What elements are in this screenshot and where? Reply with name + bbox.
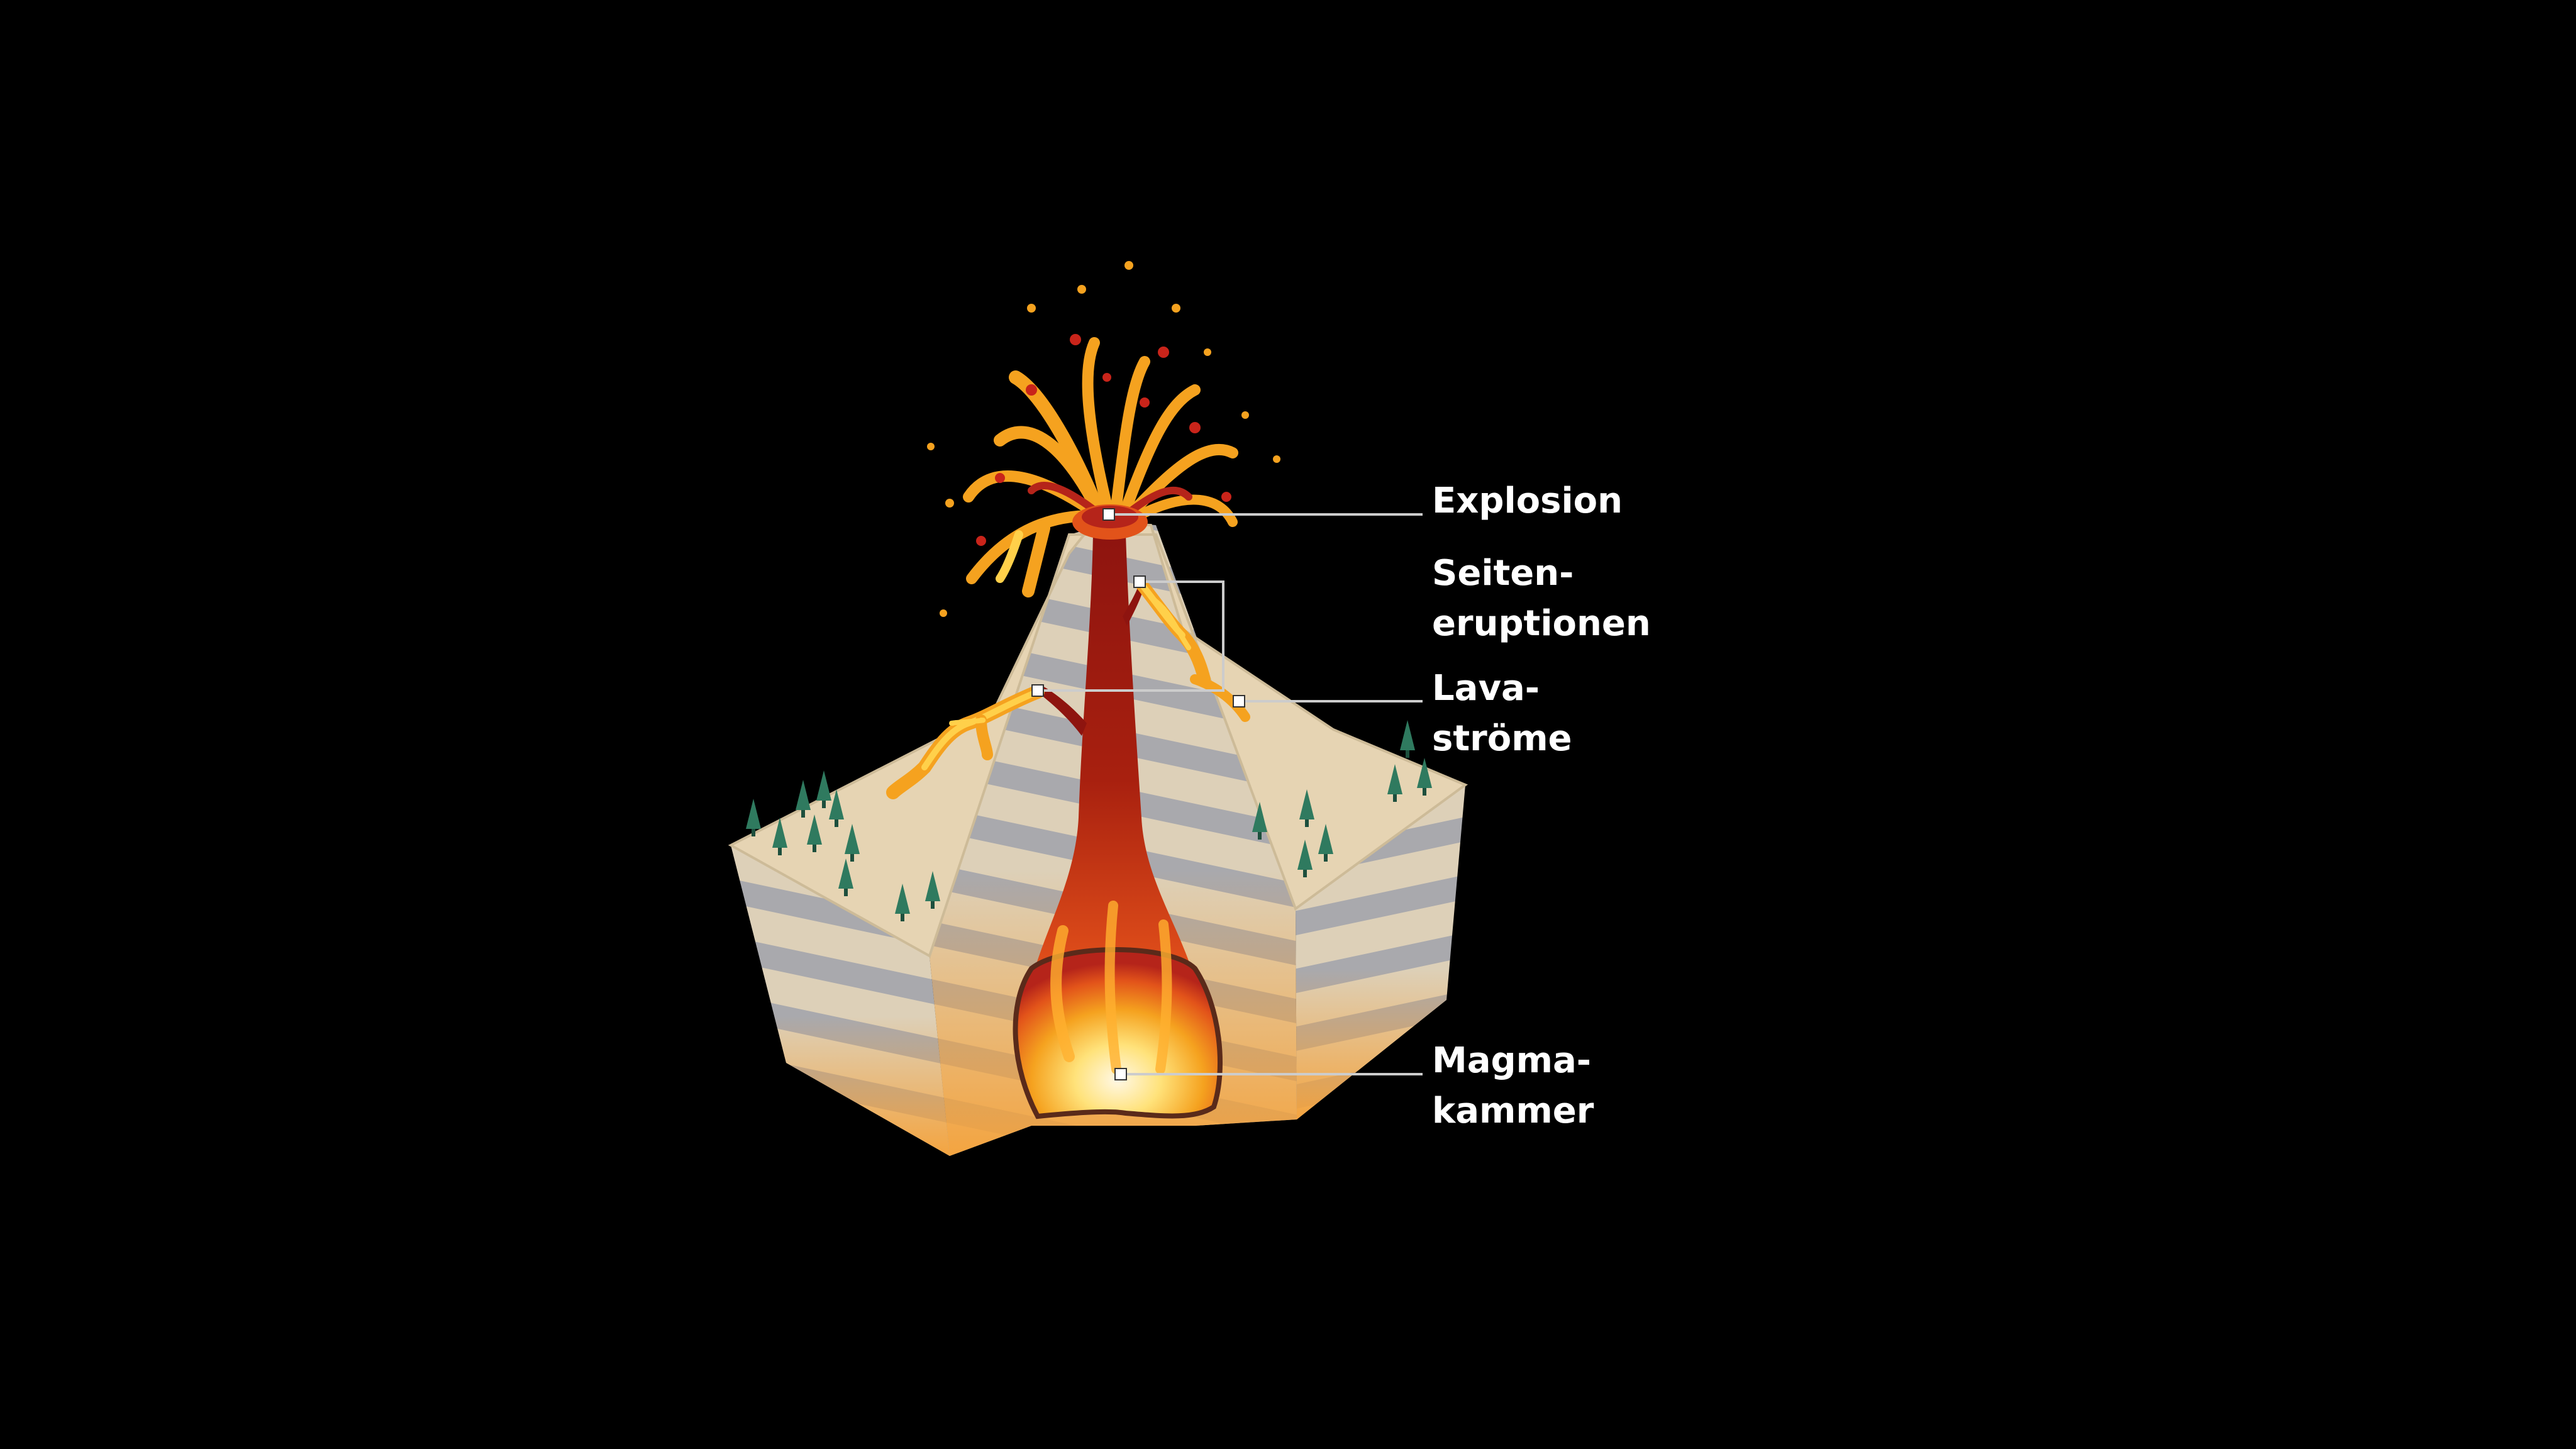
tree-icon: [895, 884, 910, 921]
marker-side-eruptions: [1133, 575, 1146, 588]
tree-icon: [1252, 802, 1267, 840]
leader-line-side-eruptions: [1038, 580, 1224, 692]
tree-icon: [1297, 840, 1313, 877]
tree-icon: [1400, 720, 1415, 758]
label-side-eruptions-line2: eruptionen: [1432, 603, 1651, 644]
label-lava-flows-line2: ströme: [1432, 718, 1572, 759]
tree-icon: [807, 814, 822, 852]
lava-droplets: [927, 261, 1280, 617]
trees: [746, 720, 1432, 921]
marker-lava-flows-left: [1031, 684, 1044, 697]
tree-icon: [816, 770, 831, 808]
label-side-eruptions-line1: Seiten-: [1432, 553, 1574, 594]
label-magma-chamber-line1: Magma-: [1432, 1040, 1591, 1081]
marker-magma-chamber: [1114, 1068, 1127, 1080]
magma-conduit: [1031, 535, 1195, 981]
tree-icon: [845, 824, 860, 862]
tree-icon: [838, 858, 853, 896]
tree-icon: [1318, 824, 1333, 862]
ground-top-surface: [728, 520, 1468, 958]
labels: Explosion Seiten- eruptionen Lava- ström…: [1432, 480, 1651, 1131]
ground-block-right-face: [1296, 785, 1465, 1119]
lava-flows: [886, 522, 1250, 799]
leader-lines: [1038, 513, 1423, 1075]
label-magma-chamber-line2: kammer: [1432, 1091, 1594, 1131]
tree-icon: [746, 799, 761, 836]
tree-icon: [796, 780, 811, 818]
tree-icon: [925, 871, 940, 909]
tree-icon: [772, 818, 787, 855]
ground-block-left-face: [731, 845, 950, 1156]
tree-icon: [829, 789, 844, 827]
tree-icon: [1387, 764, 1402, 802]
tree-icon: [1299, 789, 1314, 827]
leader-markers: [1031, 508, 1245, 1080]
tree-icon: [1417, 758, 1432, 796]
marker-lava-flows-right: [1233, 695, 1245, 708]
marker-explosion: [1102, 508, 1115, 521]
label-lava-flows-line1: Lava-: [1432, 668, 1540, 709]
label-explosion: Explosion: [1432, 480, 1623, 521]
